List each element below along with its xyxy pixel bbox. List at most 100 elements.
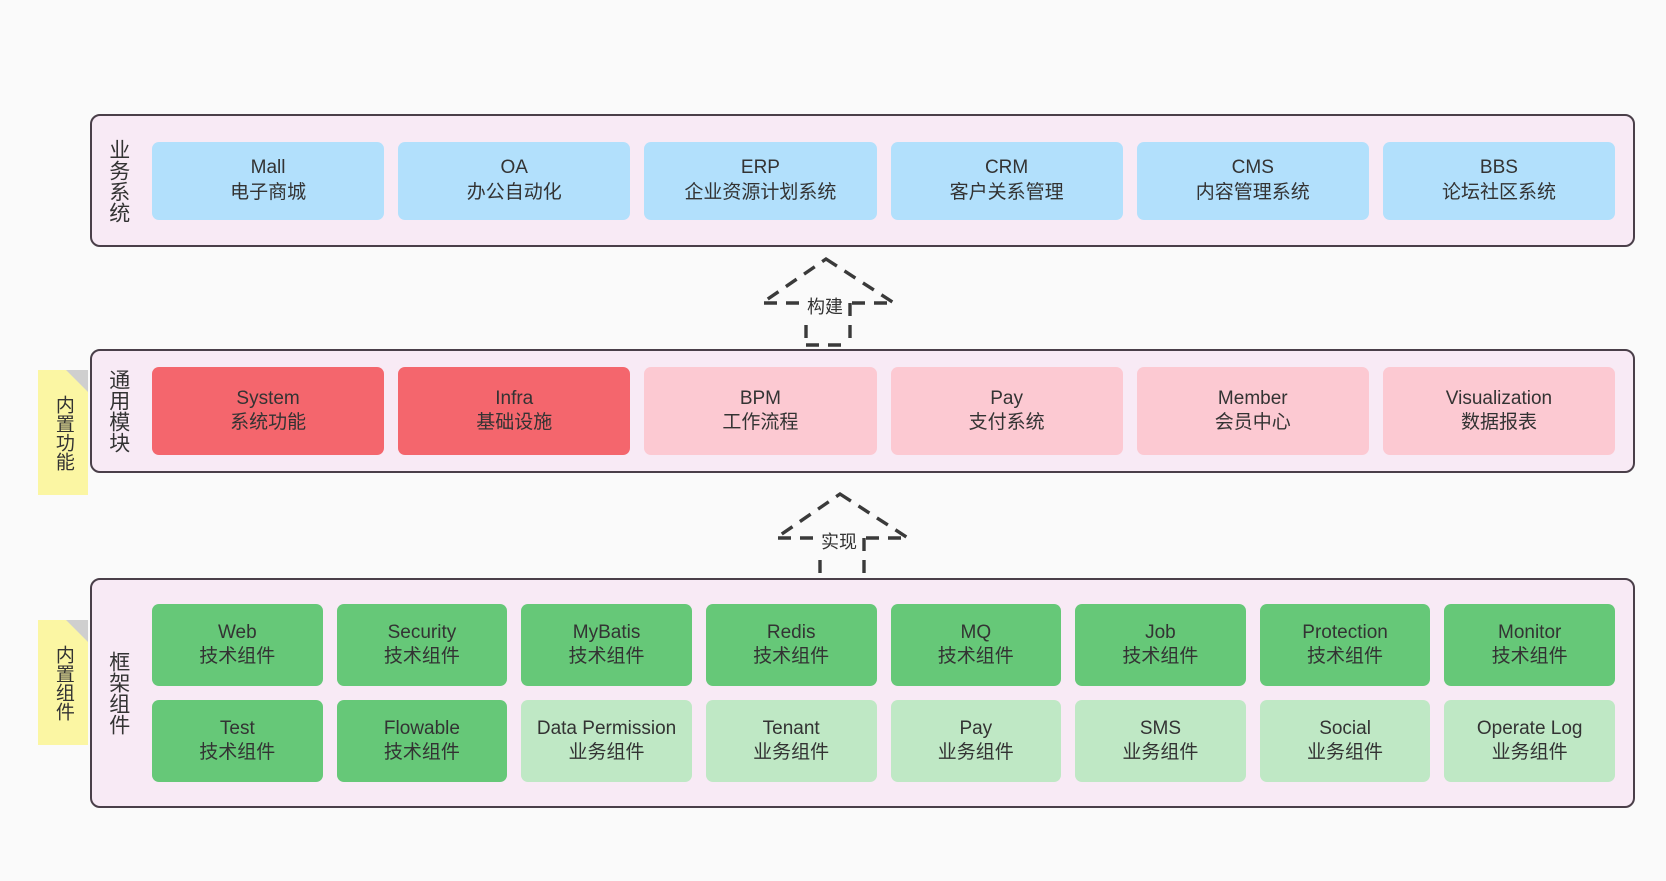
card-bbs[interactable]: BBS 论坛社区系统 — [1382, 141, 1616, 220]
card-title: Operate Log — [1476, 717, 1583, 739]
layer-body-framework-component: Web 技术组件 Security 技术组件 MyBatis 技术组件 Redi… — [144, 580, 1633, 806]
card-title: CMS — [1231, 157, 1274, 179]
card-subtitle: 业务组件 — [568, 742, 645, 763]
layer-body-common-module: System 系统功能 Infra 基础设施 BPM 工作流程 Pay 支付系统… — [144, 351, 1633, 471]
card-subtitle: 技术组件 — [753, 646, 830, 667]
note-builtin-function: 内置功能 — [38, 370, 88, 495]
note-label: 内置功能 — [52, 394, 74, 471]
card-title: ERP — [740, 157, 780, 179]
card-title: Social — [1319, 717, 1371, 739]
card-subtitle: 客户关系管理 — [949, 181, 1064, 203]
card-title: Web — [217, 621, 257, 643]
card-flowable[interactable]: Flowable 技术组件 — [336, 700, 508, 782]
card-monitor[interactable]: Monitor 技术组件 — [1444, 604, 1615, 686]
card-subtitle: 技术组件 — [383, 646, 460, 667]
card-title: BBS — [1479, 157, 1518, 179]
card-title: MQ — [960, 621, 992, 643]
card-subtitle: 内容管理系统 — [1195, 181, 1310, 203]
layer-common-module: 通用模块 System 系统功能 Infra 基础设施 BPM 工作流程 Pay… — [90, 349, 1635, 473]
card-visualization[interactable]: Visualization 数据报表 — [1382, 367, 1616, 455]
card-test[interactable]: Test 技术组件 — [152, 700, 323, 782]
card-subtitle: 基础设施 — [476, 412, 553, 433]
card-subtitle: 业务组件 — [753, 742, 830, 763]
card-subtitle: 论坛社区系统 — [1441, 181, 1556, 203]
card-mq[interactable]: MQ 技术组件 — [890, 604, 1062, 686]
layer-title-business-system: 业务系统 — [106, 138, 130, 223]
card-subtitle: 业务组件 — [1307, 742, 1384, 763]
card-title: Data Permission — [536, 717, 677, 739]
connector-implement-label: 实现 — [818, 528, 860, 554]
card-subtitle: 业务组件 — [937, 742, 1014, 763]
card-title: Pay — [990, 387, 1023, 409]
card-infra[interactable]: Infra 基础设施 — [398, 367, 631, 455]
card-title: BPM — [739, 387, 782, 409]
card-mybatis[interactable]: MyBatis 技术组件 — [521, 604, 692, 686]
card-pay-module[interactable]: Pay 支付系统 — [890, 367, 1123, 455]
card-title: System — [236, 387, 300, 409]
card-subtitle: 系统功能 — [230, 412, 307, 433]
card-title: Visualization — [1445, 387, 1553, 409]
note-label: 内置组件 — [52, 644, 74, 721]
card-subtitle: 技术组件 — [199, 646, 276, 667]
card-member[interactable]: Member 会员中心 — [1136, 367, 1369, 455]
card-web[interactable]: Web 技术组件 — [152, 604, 323, 686]
card-subtitle: 电子商城 — [230, 181, 307, 203]
card-subtitle: 会员中心 — [1214, 412, 1291, 433]
card-row: Web 技术组件 Security 技术组件 MyBatis 技术组件 Redi… — [152, 604, 1615, 686]
card-title: Job — [1145, 621, 1176, 643]
card-mall[interactable]: Mall 电子商城 — [152, 141, 385, 220]
card-title: Test — [219, 717, 255, 739]
card-subtitle: 办公自动化 — [466, 181, 562, 203]
card-subtitle: 技术组件 — [568, 646, 645, 667]
card-subtitle: 企业资源计划系统 — [684, 181, 837, 203]
card-subtitle: 技术组件 — [383, 742, 460, 763]
card-title: Infra — [495, 387, 534, 409]
card-protection[interactable]: Protection 技术组件 — [1259, 604, 1431, 686]
card-subtitle: 支付系统 — [968, 412, 1045, 433]
card-security[interactable]: Security 技术组件 — [336, 604, 508, 686]
card-bpm[interactable]: BPM 工作流程 — [644, 367, 877, 455]
card-subtitle: 业务组件 — [1491, 742, 1568, 763]
card-title: Pay — [959, 717, 993, 739]
card-operate-log[interactable]: Operate Log 业务组件 — [1444, 700, 1615, 782]
card-title: Flowable — [383, 717, 460, 739]
card-data-permission[interactable]: Data Permission 业务组件 — [521, 700, 692, 782]
card-row: System 系统功能 Infra 基础设施 BPM 工作流程 Pay 支付系统… — [152, 367, 1616, 455]
card-title: Redis — [766, 621, 816, 643]
connector-implement: 实现 — [770, 490, 922, 585]
card-social[interactable]: Social 业务组件 — [1259, 700, 1431, 782]
card-pay-component[interactable]: Pay 业务组件 — [890, 700, 1062, 782]
card-title: Member — [1217, 387, 1288, 409]
note-fold-corner — [66, 370, 88, 392]
card-system[interactable]: System 系统功能 — [152, 367, 385, 455]
card-redis[interactable]: Redis 技术组件 — [705, 604, 877, 686]
layer-framework-component: 框架组件 Web 技术组件 Security 技术组件 MyBatis 技术组件… — [90, 578, 1635, 808]
card-subtitle: 技术组件 — [1307, 646, 1384, 667]
layer-title-framework-component: 框架组件 — [106, 651, 130, 735]
card-title: Tenant — [762, 717, 820, 739]
card-title: OA — [500, 157, 528, 179]
card-cms[interactable]: CMS 内容管理系统 — [1136, 141, 1369, 220]
card-crm[interactable]: CRM 客户关系管理 — [890, 141, 1123, 220]
note-builtin-component: 内置组件 — [38, 620, 88, 745]
card-title: Monitor — [1498, 621, 1562, 643]
card-title: Security — [387, 621, 457, 643]
card-sms[interactable]: SMS 业务组件 — [1075, 700, 1246, 782]
card-title: Mall — [250, 157, 286, 179]
card-title: SMS — [1139, 717, 1182, 739]
card-subtitle: 业务组件 — [1122, 742, 1199, 763]
card-subtitle: 工作流程 — [722, 412, 799, 433]
card-job[interactable]: Job 技术组件 — [1075, 604, 1246, 686]
card-subtitle: 技术组件 — [1491, 646, 1568, 667]
card-erp[interactable]: ERP 企业资源计划系统 — [644, 141, 877, 220]
layer-title-common-module: 通用模块 — [106, 369, 130, 453]
layer-body-business-system: Mall 电子商城 OA 办公自动化 ERP 企业资源计划系统 CRM 客户关系… — [144, 116, 1633, 245]
card-subtitle: 数据报表 — [1460, 412, 1537, 433]
card-tenant[interactable]: Tenant 业务组件 — [705, 700, 877, 782]
connector-build-label: 构建 — [804, 293, 846, 319]
card-title: Protection — [1302, 621, 1388, 643]
card-oa[interactable]: OA 办公自动化 — [398, 141, 631, 220]
card-subtitle: 技术组件 — [199, 742, 276, 763]
card-subtitle: 技术组件 — [1122, 646, 1199, 667]
